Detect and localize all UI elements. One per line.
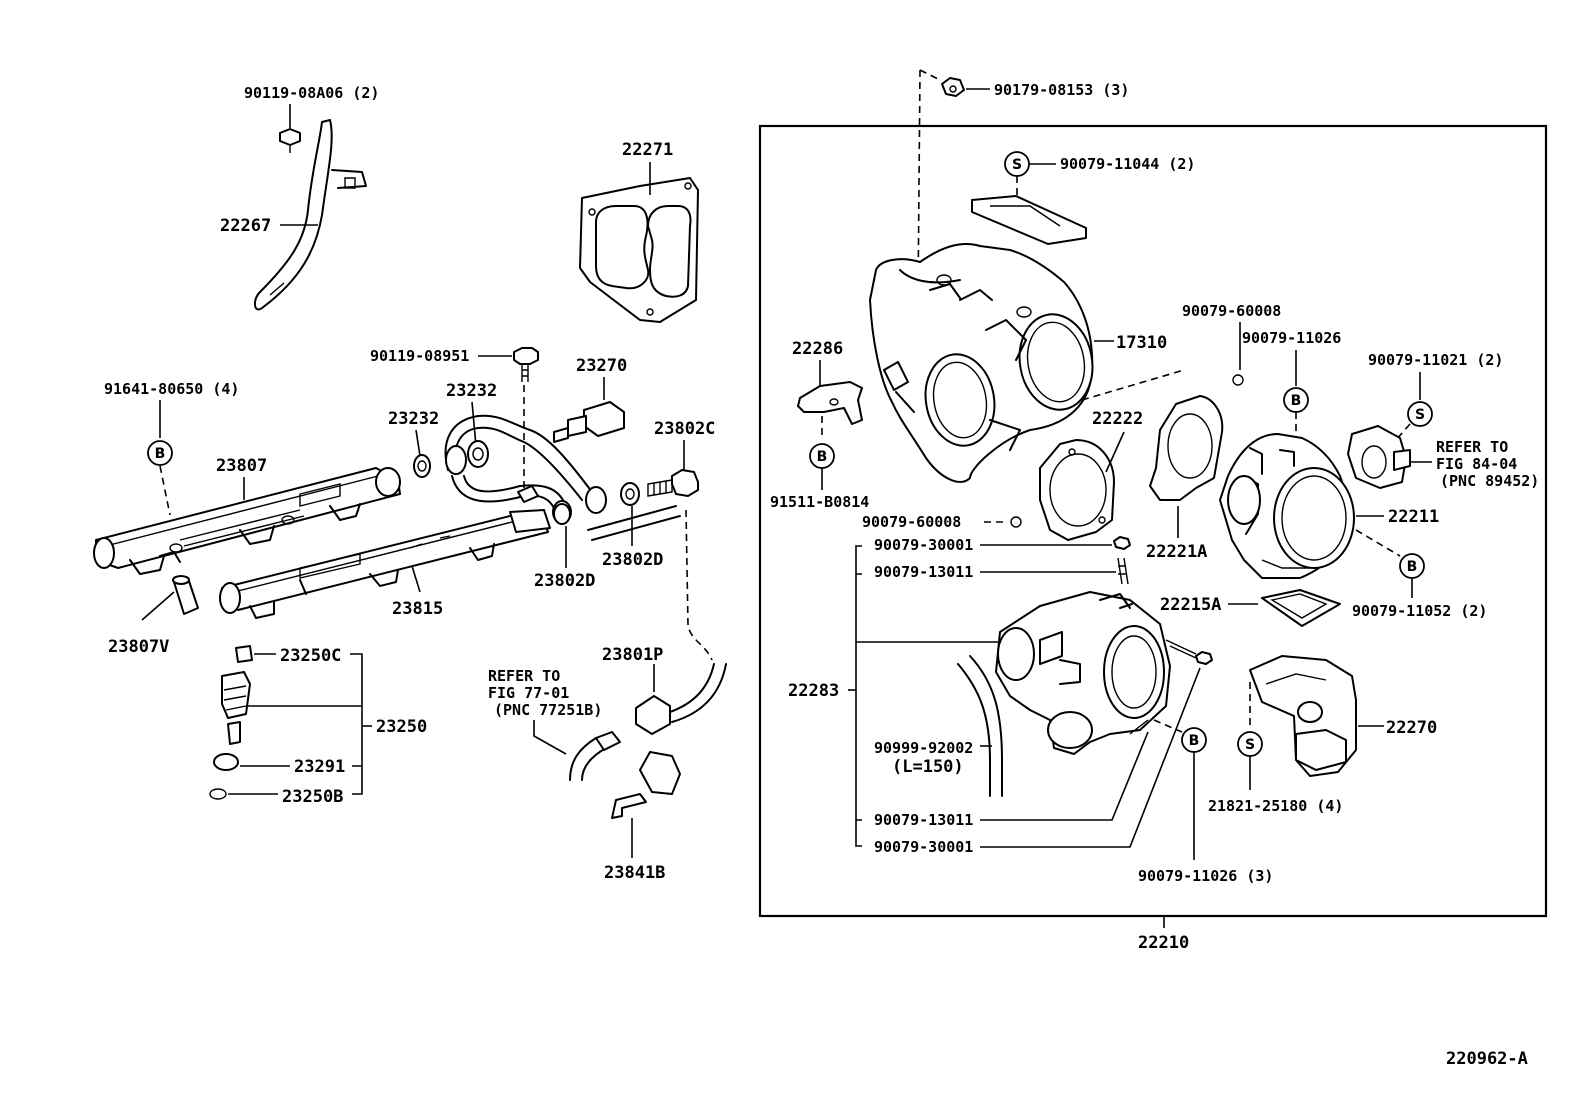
fuel-hose-icon [635, 663, 727, 735]
svg-text:B: B [817, 449, 828, 465]
insulator-icon [172, 575, 199, 615]
isc-valve-icon [1249, 655, 1357, 777]
hose-icon [569, 731, 621, 781]
stud-icon [1165, 639, 1197, 659]
throttle-body-icon [1219, 433, 1355, 579]
gasket-icon [1149, 395, 1224, 501]
hex-bolt-icon [513, 347, 539, 382]
throttle-body-icon [995, 591, 1171, 755]
callout-23232-a: 23232 [388, 409, 439, 429]
injector-icon [209, 645, 253, 800]
note-ref-84: REFER TO [1436, 438, 1508, 456]
intake-chamber-icon [869, 242, 1094, 483]
callout-22221a: 22221A [1146, 542, 1207, 562]
nut-icon [1195, 651, 1213, 665]
callout-17310: 17310 [1116, 333, 1167, 353]
callout-22271: 22271 [622, 140, 673, 160]
marker-s [1407, 401, 1433, 427]
clip-icon [611, 751, 681, 819]
gasket-icon [1039, 439, 1115, 541]
callout-90119-08a06: 90119-08A06 (2) [244, 84, 379, 102]
marker-b [147, 440, 173, 466]
hose-icon [957, 663, 991, 797]
callout-22270: 22270 [1386, 718, 1437, 738]
callout-90079-11021: 90079-11021 (2) [1368, 351, 1503, 369]
svg-text:FIG 77-01: FIG 77-01 [488, 684, 569, 702]
callout-90079-11026-b: 90079-11026 (3) [1138, 867, 1273, 885]
callout-90079-11044: 90079-11044 (2) [1060, 155, 1195, 173]
svg-text:(PNC 77251B): (PNC 77251B) [494, 701, 602, 719]
callout-22267: 22267 [220, 216, 271, 236]
hex-bolt-icon [279, 128, 301, 153]
svg-text:B: B [1189, 733, 1200, 749]
callout-90079-60008-a: 90079-60008 [1182, 302, 1281, 320]
callout-22210: 22210 [1138, 933, 1189, 953]
washer-icon [553, 503, 571, 525]
callout-22286: 22286 [792, 339, 843, 359]
callout-90079-60008-b: 90079-60008 [862, 513, 961, 531]
figure-id: 220962-A [1446, 1049, 1528, 1069]
callout-90999-92002: 90999-92002 [874, 739, 973, 757]
callout-22215a: 22215A [1160, 595, 1221, 615]
callout-23802c: 23802C [654, 419, 715, 439]
callout-90119-08951: 90119-08951 [370, 347, 469, 365]
nut-icon [1113, 536, 1131, 550]
callout-23232-b: 23232 [446, 381, 497, 401]
svg-text:S: S [1245, 737, 1255, 753]
plate-icon [971, 195, 1087, 245]
callout-23250: 23250 [376, 717, 427, 737]
pressure-sensor-icon [553, 401, 625, 443]
callout-23250c: 23250C [280, 646, 341, 666]
throttle-sensor-icon [1347, 425, 1411, 489]
callout-23802d-b: 23802D [602, 550, 663, 570]
callout-23802d-a: 23802D [534, 571, 595, 591]
callout-91511-b0814: 91511-B0814 [770, 493, 869, 511]
callout-90179-08153: 90179-08153 (3) [994, 81, 1129, 99]
svg-text:(PNC 89452): (PNC 89452) [1440, 472, 1539, 490]
washer-icon [620, 482, 640, 506]
callout-91641-80650: 91641-80650 (4) [104, 380, 239, 398]
svg-text:B: B [155, 446, 166, 462]
note-ref-77: REFER TO [488, 667, 560, 685]
svg-text:FIG 84-04: FIG 84-04 [1436, 455, 1517, 473]
callout-90079-13011-a: 90079-13011 [874, 563, 973, 581]
callout-23801p: 23801P [602, 645, 663, 665]
stud-icon [1117, 557, 1129, 585]
callout-23807: 23807 [216, 456, 267, 476]
fuel-rail-icon [219, 509, 551, 619]
svg-text:B: B [1291, 393, 1302, 409]
callout-23815: 23815 [392, 599, 443, 619]
callout-23250b: 23250B [282, 787, 343, 807]
callout-22283: 22283 [788, 681, 839, 701]
callout-22222: 22222 [1092, 409, 1143, 429]
assembly-box-22210 [758, 124, 1548, 918]
callout-90079-30001-b: 90079-30001 [874, 838, 973, 856]
gasket-icon [579, 177, 699, 323]
callout-23841b: 23841B [604, 863, 665, 883]
callout-90079-11026-a: 90079-11026 [1242, 329, 1341, 347]
fuel-rail-icon [93, 467, 401, 575]
callout-23807v: 23807V [108, 637, 169, 657]
callout-90079-11052: 90079-11052 (2) [1352, 602, 1487, 620]
gasket-icon [1261, 589, 1341, 627]
svg-text:S: S [1012, 157, 1022, 173]
nut-icon [941, 77, 965, 97]
callout-22211: 22211 [1388, 507, 1439, 527]
callout-90079-30001-a: 90079-30001 [874, 536, 973, 554]
callout-23270: 23270 [576, 356, 627, 376]
callout-21821-25180: 21821-25180 (4) [1208, 797, 1343, 815]
callout-l-150: (L=150) [892, 757, 964, 777]
svg-text:S: S [1415, 407, 1425, 423]
bracket-icon [797, 381, 863, 425]
union-bolt-icon [647, 469, 699, 497]
callout-90079-13011-b: 90079-13011 [874, 811, 973, 829]
oring-icon [1010, 516, 1022, 528]
oring-icon [1232, 374, 1244, 386]
bracket-icon [254, 119, 367, 311]
callout-23291: 23291 [294, 757, 345, 777]
svg-text:B: B [1407, 559, 1418, 575]
